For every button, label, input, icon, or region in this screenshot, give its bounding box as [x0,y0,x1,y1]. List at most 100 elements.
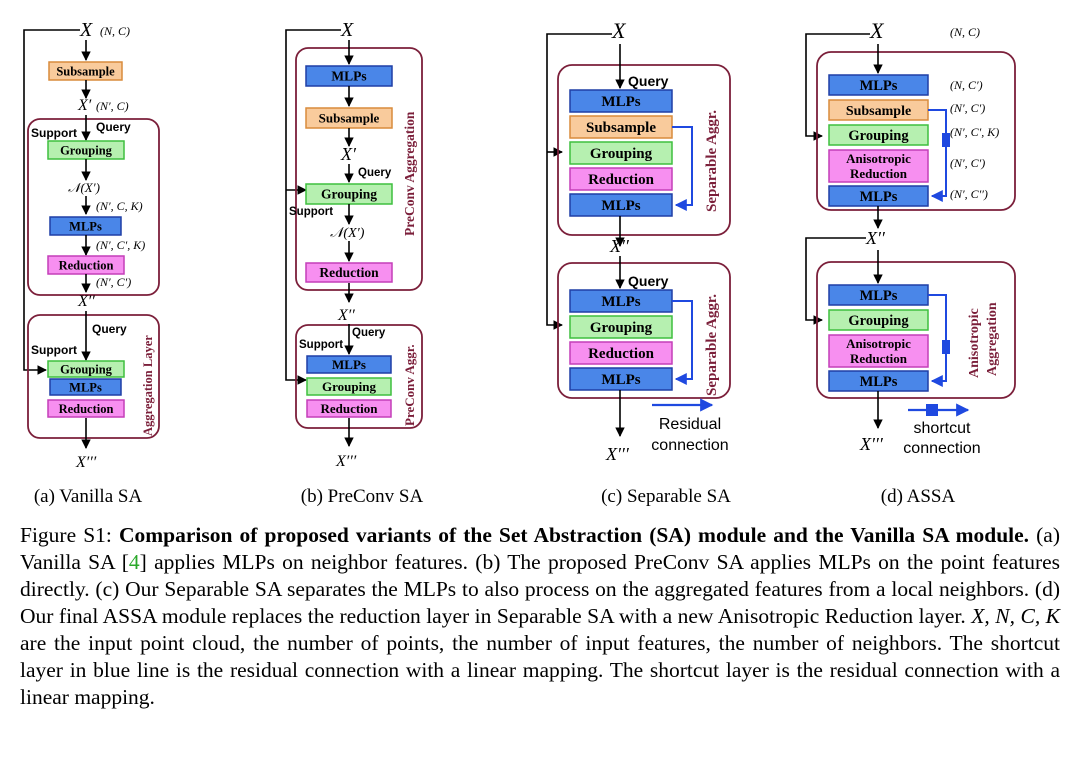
query-label: Query [92,322,127,336]
reduction-block [305,262,393,283]
aggregation-frame [27,314,160,439]
grouping-block [828,124,929,146]
separable-aggr-label: Separable Aggr. [704,110,720,212]
mlp-dims: (N, C′) [950,78,983,92]
reduction-dims: (N′, C′) [96,275,131,289]
mlps-block [828,74,929,96]
residual-connection-arrow [672,300,693,385]
x-tprime-label: X′′′ [859,434,884,454]
residual-legend-label: connection [651,437,728,454]
linear-mapping-marker [926,404,938,416]
aggregation-layer-label: Aggregation Layer [141,335,155,436]
group-dims: (N′, C, K) [96,199,143,213]
support-label: Support [31,343,77,357]
mlps-block [49,378,122,396]
x-tprime-label: X′′′ [605,444,630,464]
subsample-dims: (N′, C′) [950,101,985,115]
neighborhood-label: 𝒩(X′) [330,226,365,241]
mlps-label: MLPs [860,288,898,304]
anisotropic-label: Anisotropic [846,336,911,351]
reduction-block [306,399,392,418]
preconv-aggregation-frame [295,47,423,291]
grouping-label: Grouping [322,379,376,394]
mlps-label: MLPs [601,94,640,110]
neighborhood-label: 𝒩(X′) [68,180,100,195]
shortcut-connection-arrow [928,294,947,387]
x-dprime-label: X′′ [77,293,95,310]
residual-connection-arrow [672,126,693,211]
reduction-label: Reduction [320,401,378,416]
mlps-label: MLPs [601,294,640,310]
shortcut-legend-label: connection [903,440,980,457]
grouping-block [306,377,392,396]
input-x-label: X [340,19,354,41]
subsample-label: Subsample [319,111,380,126]
panel-vanilla-sa: X (N, C) Subsample X′ (N′, C) Support Qu… [23,19,160,507]
input-dims: (N, C) [950,25,980,39]
separable-aggr-frame [557,64,731,236]
x-prime-label: X′ [77,97,92,114]
caption-title: Comparison of proposed variants of the S… [118,523,1030,547]
mlps-label: MLPs [69,381,102,395]
x-prime-label: X′ [340,144,357,164]
preconv-aggr-label: PreConv Aggr. [402,344,417,426]
input-x-label: X [869,18,885,43]
shortcut-connection-arrow [928,109,947,202]
grouping-label: Grouping [848,128,909,144]
mlps-label: MLPs [601,372,640,388]
anisotropic-aggregation-frame [816,261,1016,399]
anisotropic-reduction-block [828,149,929,183]
x-dprime-label: X′′ [865,228,886,248]
mlps-label: MLPs [860,374,898,390]
grouping-label: Grouping [848,313,909,329]
subsample-label: Subsample [846,104,911,119]
subsample-dims: (N′, C) [96,99,129,113]
mlps-label: MLPs [601,198,640,214]
figure-label: Figure S1: [20,523,112,547]
mlps-block [569,89,673,113]
reduction-dims: (N′, C′) [950,156,985,170]
input-dims: (N, C) [100,24,130,38]
caption-text: ] applies MLPs on neighbor features. (b)… [20,550,1061,628]
anisotropic-label: Anisotropic [846,151,911,166]
support-arrow [805,237,866,325]
reduction-label: Reduction [850,166,908,181]
panel-assa: X (N, C) MLPs (N, C′) Subsample (N′, C′)… [805,18,1016,507]
grouping-label: Grouping [590,320,653,336]
group-dims: (N′, C′, K) [950,125,999,139]
reduction-label: Reduction [850,351,908,366]
subsample-label: Subsample [56,65,115,79]
grouping-block [569,315,673,339]
support-arrow [805,33,870,141]
skip-connection-arrow [23,29,80,375]
mlps-label: MLPs [69,220,102,234]
subcaption-c: (c) Separable SA [601,486,731,507]
citation-link[interactable]: 4 [128,550,140,574]
caption-text: (a) Vanilla SA [ [20,523,1060,574]
support-label: Support [31,126,77,140]
mlp-dims: (N′, C′, K) [96,238,145,252]
shortcut-legend-label: shortcut [914,420,971,437]
separable-aggr-label: Separable Aggr. [704,294,720,396]
reduction-label: Reduction [588,346,654,362]
grouping-label: Grouping [321,187,377,202]
grouping-label: Grouping [60,144,113,158]
subsample-label: Subsample [586,120,656,136]
mlps-block [569,367,673,391]
skip-connection-arrow [546,33,612,330]
grouping-label: Grouping [590,146,653,162]
reduction-block [569,167,673,191]
query-label: Query [358,167,392,179]
reduction-label: Reduction [59,259,114,273]
linear-mapping-marker [942,340,950,354]
sa-comparison-figure: X (N, C) Subsample X′ (N′, C) Support Qu… [23,18,1016,507]
panel-separable-sa: X Query MLPs Subsample Grouping Reductio… [546,18,731,507]
mlps-label: MLPs [860,189,898,205]
residual-legend-label: Residual [659,416,721,433]
anisotropic-aggregation-label: Aggregation [985,302,1000,376]
mlps-block [569,193,673,217]
support-label: Support [289,206,333,218]
query-label: Query [96,120,131,134]
x-dprime-label: X′′ [609,236,630,256]
grouping-block [828,309,929,331]
